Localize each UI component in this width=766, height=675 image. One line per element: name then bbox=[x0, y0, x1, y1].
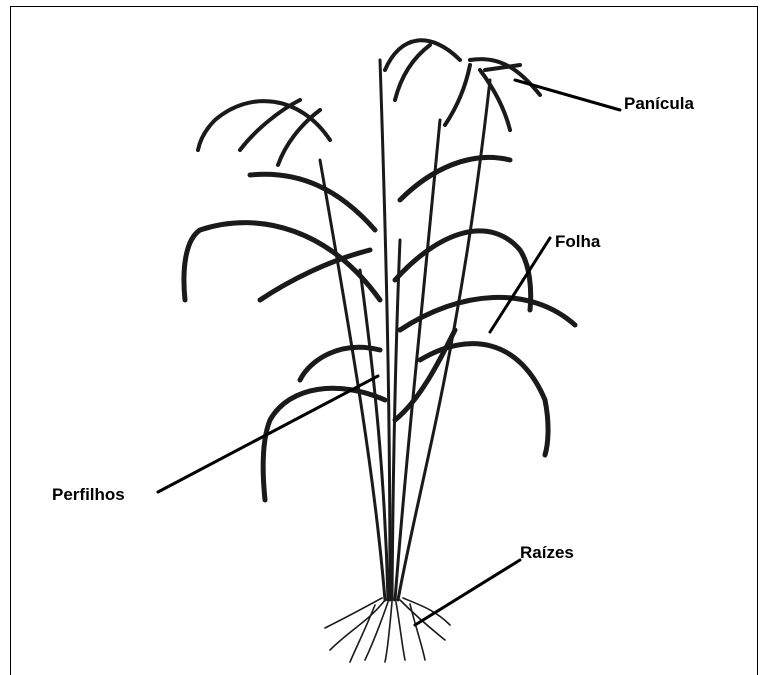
tillers bbox=[320, 60, 490, 600]
raizes-leader bbox=[415, 560, 520, 625]
perfilhos-leader bbox=[158, 376, 378, 492]
label-perfilhos: Perfilhos bbox=[52, 486, 125, 503]
label-raizes: Raízes bbox=[520, 544, 574, 561]
panicula-leader bbox=[515, 80, 620, 110]
label-folha: Folha bbox=[555, 233, 600, 250]
roots bbox=[325, 598, 450, 662]
plant bbox=[184, 40, 575, 662]
label-panicula: Panícula bbox=[624, 95, 694, 112]
